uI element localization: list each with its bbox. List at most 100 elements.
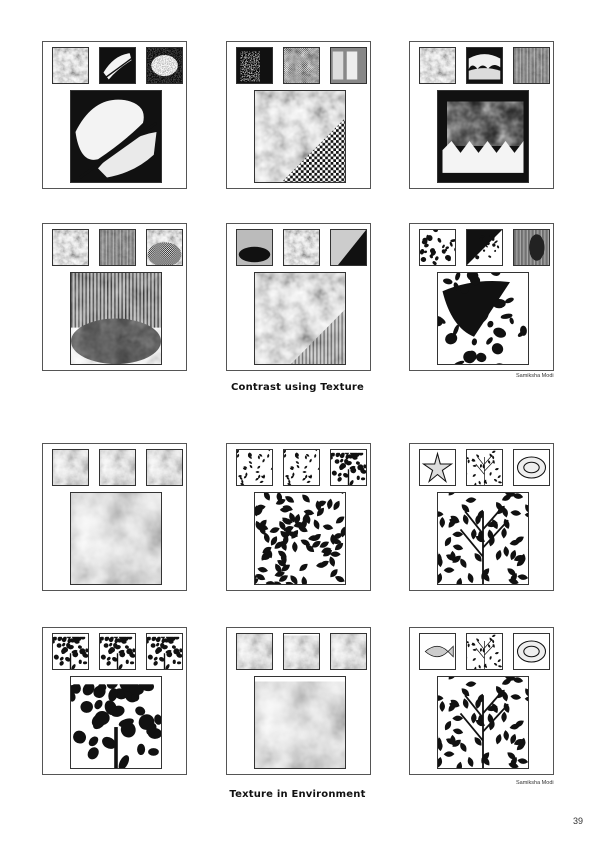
- section-caption: Contrast using Texture: [231, 382, 364, 393]
- texture-main-image: [70, 676, 162, 769]
- texture-main-image: [254, 492, 346, 585]
- texture-thumbnail: [146, 633, 183, 670]
- mottled-rock-texture: [331, 634, 366, 669]
- scalloped-rock-texture: [284, 634, 319, 669]
- tree-silhouette-texture: [147, 634, 182, 669]
- texture-card: [226, 627, 371, 775]
- black-triangle-wash-texture: [331, 230, 366, 265]
- dense-leaves-texture: [284, 450, 319, 485]
- striped-grey-block-texture: [514, 48, 549, 83]
- seaweed-plant-icon-texture: [467, 450, 502, 485]
- texture-main-image: [254, 90, 346, 183]
- shell-icon-texture: [514, 634, 549, 669]
- checker-diagonal-split-texture: [284, 48, 319, 83]
- grey-strokes-over-white-zigzag-texture: [438, 91, 528, 182]
- texture-main-image: [437, 272, 529, 365]
- diagonal-wash-texture-texture: [255, 273, 345, 364]
- texture-thumbnail: [466, 633, 503, 670]
- texture-card: [226, 41, 371, 189]
- texture-thumbnail: [52, 47, 89, 84]
- texture-main-image: [70, 492, 162, 585]
- texture-thumbnail: [99, 633, 136, 670]
- tree-silhouette-texture: [53, 634, 88, 669]
- texture-main-image: [254, 272, 346, 365]
- coral-branch-icon-texture: [467, 634, 502, 669]
- texture-thumbnail: [283, 633, 320, 670]
- striped-with-dark-oval-texture: [514, 230, 549, 265]
- section-caption: Texture in Environment: [229, 789, 366, 800]
- coiled-shell-icon-texture: [514, 450, 549, 485]
- texture-main-image: [437, 492, 529, 585]
- grey-splatter-texture: [284, 230, 319, 265]
- texture-thumbnail: [419, 633, 456, 670]
- branching-plant-texture: [438, 493, 528, 584]
- texture-main-image: [70, 90, 162, 183]
- white-brush-strokes-on-black-texture: [71, 91, 161, 182]
- texture-thumbnail: [419, 449, 456, 486]
- texture-thumbnail: [236, 449, 273, 486]
- layered-streak-and-blot-texture: [71, 273, 161, 364]
- tree-silhouette-texture: [100, 634, 135, 669]
- grey-brush-bands-texture: [331, 48, 366, 83]
- texture-thumbnail: [513, 229, 550, 266]
- artist-credit: Samiksha Modi: [516, 373, 554, 379]
- texture-thumbnail: [146, 47, 183, 84]
- dark-grey-stipple-texture: [420, 48, 455, 83]
- texture-card: [42, 223, 187, 371]
- texture-thumbnail: [330, 449, 367, 486]
- texture-card: [409, 223, 554, 371]
- texture-thumbnail: [466, 47, 503, 84]
- texture-card: [226, 223, 371, 371]
- speckled-white-on-black-texture: [237, 48, 272, 83]
- texture-thumbnail: [99, 47, 136, 84]
- texture-thumbnail: [146, 449, 183, 486]
- page-number: 39: [572, 816, 583, 826]
- texture-thumbnail: [466, 449, 503, 486]
- texture-thumbnail: [99, 229, 136, 266]
- mid-cloud-texture: [100, 450, 135, 485]
- texture-card: [409, 41, 554, 189]
- vertical-streak-texture-texture: [100, 230, 135, 265]
- ink-splatter-texture: [420, 230, 455, 265]
- white-diagonal-strokes-texture: [100, 48, 135, 83]
- texture-thumbnail: [52, 229, 89, 266]
- texture-thumbnail: [330, 633, 367, 670]
- texture-thumbnail: [52, 449, 89, 486]
- texture-thumbnail: [146, 229, 183, 266]
- texture-thumbnail: [466, 229, 503, 266]
- texture-thumbnail: [513, 633, 550, 670]
- grey-rock-texture-texture: [237, 634, 272, 669]
- texture-thumbnail: [513, 449, 550, 486]
- texture-thumbnail: [513, 47, 550, 84]
- blotchy-grey-texture: [53, 230, 88, 265]
- texture-thumbnail: [283, 449, 320, 486]
- rough-grey-block-texture: [53, 48, 88, 83]
- dark-cloud-texture: [53, 450, 88, 485]
- texture-thumbnail: [330, 47, 367, 84]
- scalloped-rock-corner-texture: [255, 677, 345, 768]
- fish-icon-texture: [420, 634, 455, 669]
- texture-thumbnail: [52, 633, 89, 670]
- texture-main-image: [437, 90, 529, 183]
- texture-thumbnail: [236, 229, 273, 266]
- coral-seaweed-texture: [438, 677, 528, 768]
- texture-main-image: [437, 676, 529, 769]
- texture-card: [409, 627, 554, 775]
- mottled-with-checker-corner-texture: [255, 91, 345, 182]
- texture-thumbnail: [283, 47, 320, 84]
- large-tree-texture: [71, 677, 161, 768]
- leaf-pattern-fill-texture: [255, 493, 345, 584]
- texture-main-image: [254, 676, 346, 769]
- texture-card: [42, 627, 187, 775]
- leafy-tree-texture: [331, 450, 366, 485]
- texture-thumbnail: [236, 47, 273, 84]
- texture-thumbnail: [419, 229, 456, 266]
- white-wavy-bands-texture: [467, 48, 502, 83]
- leaf-pattern-texture: [237, 450, 272, 485]
- speckled-white-blob-texture: [147, 48, 182, 83]
- texture-main-image: [70, 272, 162, 365]
- soft-cloud-texture-texture: [71, 493, 161, 584]
- texture-card: [409, 443, 554, 591]
- starfish-icon-texture: [420, 450, 455, 485]
- texture-card: [226, 443, 371, 591]
